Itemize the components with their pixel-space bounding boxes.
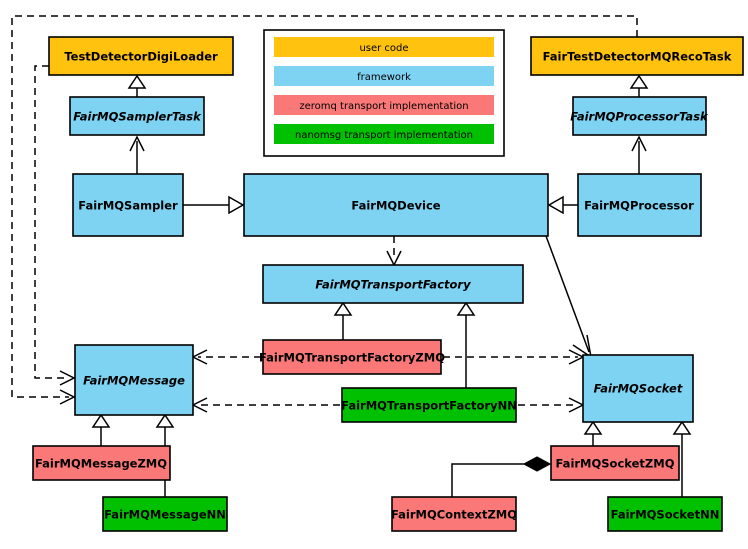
arrowhead-open-processortask bbox=[631, 135, 647, 152]
legend-swatch-user-code bbox=[274, 37, 494, 57]
class-node-fairmqtransportfactoryzmq[interactable]: FairMQTransportFactoryZMQ bbox=[259, 339, 445, 375]
class-node-fairmqprocessortask[interactable]: FairMQProcessorTask bbox=[570, 96, 709, 136]
class-box[interactable] bbox=[530, 36, 744, 76]
class-box[interactable] bbox=[102, 496, 228, 532]
edge-group-solid bbox=[91, 74, 692, 497]
edge-device-to-socket bbox=[545, 235, 590, 353]
edge-contextzmq-to-socketzmq bbox=[451, 463, 524, 497]
class-node-fairmqmessage[interactable]: FairMQMessage bbox=[74, 344, 194, 416]
class-label: FairMQProcessor bbox=[584, 199, 694, 213]
class-node-fairmqmessagezmq[interactable]: FairMQMessageZMQ bbox=[32, 445, 171, 481]
class-label: FairMQTransportFactory bbox=[315, 278, 471, 292]
class-node-fairmqsampler[interactable]: FairMQSampler bbox=[72, 173, 184, 237]
class-box[interactable] bbox=[391, 496, 517, 532]
class-label: FairMQMessage bbox=[83, 374, 185, 388]
class-box[interactable] bbox=[262, 339, 442, 375]
legend-label-framework: framework bbox=[357, 72, 411, 83]
edge-digiloader-to-message bbox=[34, 65, 69, 379]
class-box[interactable] bbox=[607, 496, 723, 532]
arrowhead-generalization-socket-zmq bbox=[583, 420, 603, 435]
node-group: TestDetectorDigiLoader FairMQSamplerTask… bbox=[32, 36, 744, 532]
class-label: FairMQContextZMQ bbox=[391, 508, 517, 522]
class-node-fairmqcontextzmq[interactable]: FairMQContextZMQ bbox=[391, 496, 517, 532]
arrowhead-generalization-recotask bbox=[629, 74, 649, 89]
legend-panel: user code framework zeromq transport imp… bbox=[263, 29, 505, 157]
arrowhead-digiloader-to-message bbox=[59, 370, 76, 386]
class-box[interactable] bbox=[243, 173, 549, 237]
class-node-fairmqtransportfactorynn[interactable]: FairMQTransportFactoryNN bbox=[341, 387, 517, 423]
class-node-fairmqtransportfactory[interactable]: FairMQTransportFactory bbox=[262, 264, 524, 304]
legend-item-zeromq: zeromq transport implementation bbox=[274, 95, 494, 115]
arrowhead-generalization-transport-nn bbox=[456, 301, 476, 316]
class-label: FairMQSocketZMQ bbox=[556, 457, 675, 471]
class-node-fairmqsocketzmq[interactable]: FairMQSocketZMQ bbox=[550, 445, 680, 481]
class-box[interactable] bbox=[550, 445, 680, 481]
legend-swatch-nanomsg bbox=[274, 124, 494, 144]
class-label: FairMQSocket bbox=[594, 382, 683, 396]
class-label: FairMQSocketNN bbox=[611, 508, 720, 522]
class-node-fairmqsamplertask[interactable]: FairMQSamplerTask bbox=[69, 96, 205, 136]
class-node-testdetectordigiloader[interactable]: TestDetectorDigiLoader bbox=[48, 36, 234, 76]
legend-label-zeromq: zeromq transport implementation bbox=[299, 101, 468, 112]
legend-swatch-framework bbox=[274, 66, 494, 86]
class-node-fairmqprocessor[interactable]: FairMQProcessor bbox=[577, 173, 702, 237]
legend-label-nanomsg: nanomsg transport implementation bbox=[295, 130, 473, 141]
class-box[interactable] bbox=[582, 354, 694, 423]
edge-recotask-to-message bbox=[11, 15, 638, 398]
arrowhead-generalization-device-left bbox=[228, 195, 245, 215]
class-node-fairmqdevice[interactable]: FairMQDevice bbox=[243, 173, 549, 237]
edge-group-routed-dependencies bbox=[11, 15, 638, 405]
class-label: FairMQSamplerTask bbox=[73, 110, 202, 124]
class-box[interactable] bbox=[577, 173, 702, 237]
class-box[interactable] bbox=[74, 344, 194, 416]
legend-item-user-code: user code bbox=[274, 37, 494, 57]
arrowhead-generalization-socket-nn bbox=[672, 420, 692, 435]
class-node-fairmqsocketnn[interactable]: FairMQSocketNN bbox=[607, 496, 723, 532]
class-box[interactable] bbox=[262, 264, 524, 304]
class-label: FairMQTransportFactoryNN bbox=[341, 399, 517, 413]
class-label: FairMQProcessorTask bbox=[570, 110, 709, 124]
arrowhead-generalization-digiloader bbox=[127, 74, 147, 89]
legend-swatch-zeromq bbox=[274, 95, 494, 115]
arrowhead-generalization-message-zmq bbox=[91, 413, 111, 428]
class-label: TestDetectorDigiLoader bbox=[64, 50, 218, 64]
class-box[interactable] bbox=[572, 96, 707, 136]
class-label: FairMQTransportFactoryZMQ bbox=[259, 351, 445, 365]
legend-label-user-code: user code bbox=[359, 43, 408, 54]
class-label: FairMQDevice bbox=[351, 199, 440, 213]
class-box[interactable] bbox=[72, 173, 184, 237]
class-node-fairmqsocket[interactable]: FairMQSocket bbox=[582, 354, 694, 423]
class-node-fairtestdetectormqrecotask[interactable]: FairTestDetectorMQRecoTask bbox=[530, 36, 744, 76]
edge-group-dashed bbox=[191, 236, 585, 413]
arrowhead-generalization-message-nn bbox=[155, 413, 175, 428]
class-label: FairMQMessageZMQ bbox=[35, 457, 167, 471]
class-label: FairMQMessageNN bbox=[104, 508, 226, 522]
class-box[interactable] bbox=[48, 36, 234, 76]
class-box[interactable] bbox=[341, 387, 517, 423]
class-node-fairmqmessagenn[interactable]: FairMQMessageNN bbox=[102, 496, 228, 532]
arrowhead-recotask-to-message bbox=[59, 389, 76, 405]
arrowhead-generalization-device-right bbox=[547, 195, 564, 215]
legend-item-nanomsg: nanomsg transport implementation bbox=[274, 124, 494, 144]
arrowhead-generalization-transport-zmq bbox=[333, 301, 353, 316]
arrowhead-open-samplertask bbox=[129, 135, 145, 152]
class-box[interactable] bbox=[32, 445, 171, 481]
legend-item-framework: framework bbox=[274, 66, 494, 86]
class-box[interactable] bbox=[69, 96, 205, 136]
class-label: FairTestDetectorMQRecoTask bbox=[543, 50, 732, 64]
class-label: FairMQSampler bbox=[78, 199, 178, 213]
diamond-composition-socketzmq bbox=[522, 456, 552, 472]
